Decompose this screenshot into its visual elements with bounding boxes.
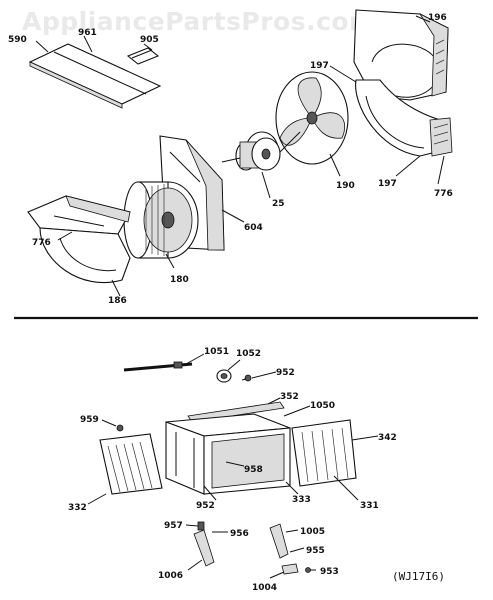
leader-776a	[57, 231, 73, 241]
callout-1052: 1052	[236, 349, 261, 359]
part-180-blower-wheel[interactable]	[123, 181, 199, 259]
part-952-screw-upper[interactable]	[241, 374, 252, 382]
leader-1004	[269, 571, 285, 579]
leader-905	[143, 43, 153, 51]
leader-332	[87, 493, 107, 505]
leader-342	[351, 435, 379, 441]
leader-1051	[185, 353, 205, 365]
part-1004-bracket[interactable]	[281, 563, 299, 575]
leader-952b	[203, 485, 217, 501]
callout-955: 955	[306, 546, 325, 556]
callout-1050: 1050	[310, 401, 335, 411]
leader-590	[35, 40, 49, 53]
part-1005-lever[interactable]	[269, 523, 289, 559]
leader-352	[267, 397, 281, 405]
part-1051-rod[interactable]	[123, 361, 193, 372]
part-776-186-scroll-housing[interactable]	[27, 195, 131, 284]
leader-952a	[251, 371, 277, 379]
part-959-screw[interactable]	[116, 424, 124, 432]
callout-1006: 1006	[158, 571, 183, 581]
part-332-left-grille[interactable]	[99, 433, 163, 495]
part-331-right-grille[interactable]	[291, 419, 357, 487]
callout-952b: 952	[196, 501, 215, 511]
callout-1004: 1004	[252, 583, 277, 593]
watermark-text: AppliancePartsPros.com	[22, 7, 376, 36]
leader-1006	[187, 559, 203, 571]
leader-186	[111, 279, 121, 297]
leader-959	[101, 419, 117, 427]
leader-180	[165, 253, 175, 269]
leader-604	[221, 209, 245, 223]
callout-197b: 197	[378, 179, 397, 189]
leader-331	[333, 475, 359, 501]
callout-1005: 1005	[300, 527, 325, 537]
callout-25: 25	[272, 199, 285, 209]
callout-957: 957	[164, 521, 183, 531]
leader-190	[329, 153, 341, 177]
leader-961	[83, 35, 93, 53]
callout-352: 352	[280, 392, 299, 402]
part-1052-knob[interactable]	[216, 369, 232, 383]
callout-333: 333	[292, 495, 311, 505]
callout-776b: 776	[434, 189, 453, 199]
part-905-clip[interactable]	[126, 47, 160, 65]
leader-776b	[437, 155, 445, 185]
part-957-clip[interactable]	[197, 521, 205, 531]
callout-180: 180	[170, 275, 189, 285]
part-590-filter-panel[interactable]	[28, 43, 162, 109]
part-cabinet-frame[interactable]	[165, 413, 291, 495]
callout-1051: 1051	[204, 347, 229, 357]
callout-958: 958	[244, 465, 263, 475]
part-190-fan-blade[interactable]	[275, 71, 349, 165]
callout-190: 190	[336, 181, 355, 191]
leader-333	[285, 481, 299, 495]
leader-196	[415, 15, 431, 23]
leader-1052	[227, 359, 241, 371]
callout-342: 342	[378, 433, 397, 443]
leader-1050	[283, 405, 311, 417]
leader-197a	[329, 65, 357, 83]
part-953-screw[interactable]	[305, 567, 311, 573]
callout-604: 604	[244, 223, 263, 233]
leader-197b	[395, 155, 421, 177]
leader-955	[289, 547, 305, 553]
leader-957	[185, 524, 199, 527]
diagram-reference-code: (WJ17I6)	[392, 570, 445, 583]
part-25-motor[interactable]	[221, 131, 301, 171]
part-197-orifice-ring[interactable]	[355, 79, 453, 157]
callout-905: 905	[140, 35, 159, 45]
callout-776a: 776	[32, 238, 51, 248]
callout-186: 186	[108, 296, 127, 306]
callout-952a: 952	[276, 368, 295, 378]
leader-25	[261, 171, 271, 199]
callout-953: 953	[320, 567, 339, 577]
leader-1005	[285, 529, 299, 533]
callout-196: 196	[428, 13, 447, 23]
callout-197a: 197	[310, 61, 329, 71]
callout-959: 959	[80, 415, 99, 425]
callout-961: 961	[78, 28, 97, 38]
callout-332: 332	[68, 503, 87, 513]
part-1006-lever[interactable]	[193, 529, 215, 567]
callout-331: 331	[360, 501, 379, 511]
part-196-shroud[interactable]	[353, 9, 449, 101]
callout-590: 590	[8, 35, 27, 45]
callout-956: 956	[230, 529, 249, 539]
leader-958	[225, 461, 245, 467]
